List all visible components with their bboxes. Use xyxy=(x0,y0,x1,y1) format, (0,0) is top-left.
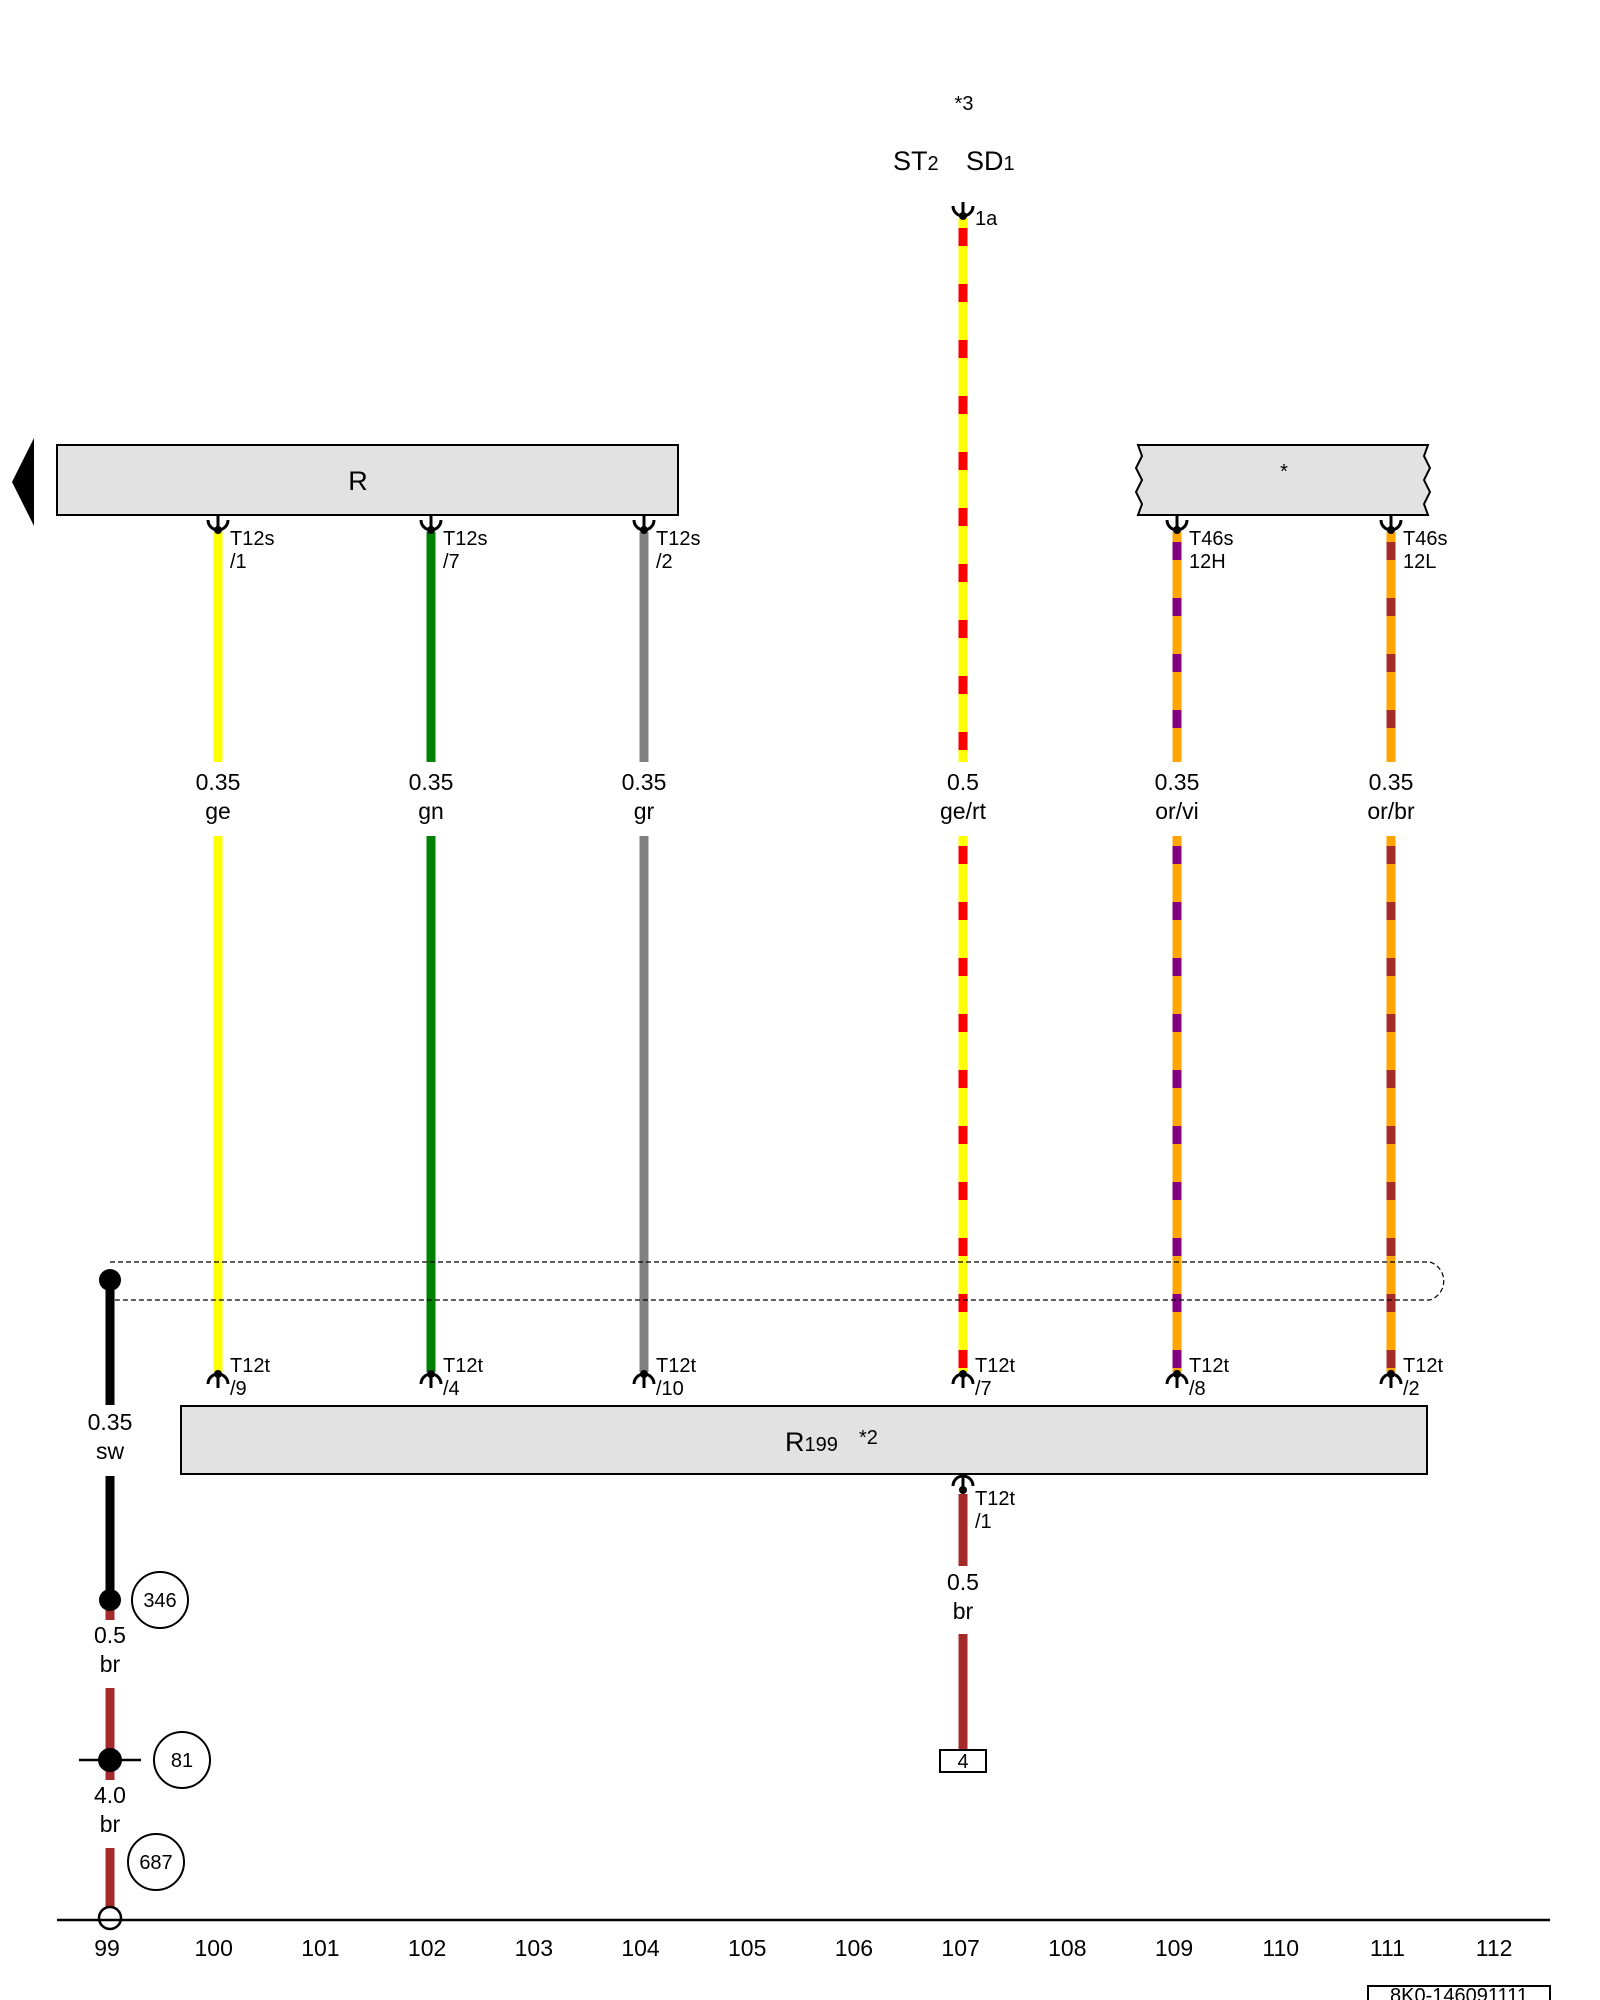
axis-label-100: 100 xyxy=(195,1935,233,1961)
ground-ref-346-label: 346 xyxy=(143,1590,176,1612)
ground-wire-1-size: 0.5 xyxy=(94,1622,126,1648)
ground-ref-687[interactable]: 687 xyxy=(127,1833,185,1891)
axis-label-112: 112 xyxy=(1476,1935,1513,1961)
wire-bottom-pin: /9 xyxy=(230,1378,247,1400)
wire-size: 0.35 xyxy=(409,769,454,795)
axis-label-99: 99 xyxy=(94,1935,120,1961)
r199-ground-pin: /1 xyxy=(975,1511,992,1533)
wire-top-pin: /2 xyxy=(656,551,673,573)
wires-layer: T12s/10.35geT12t/9T12s/70.35gnT12t/4T12s… xyxy=(196,202,1447,1400)
wire-bottom-pin: /2 xyxy=(1403,1378,1420,1400)
wire-color-code: ge xyxy=(205,798,231,824)
axis-label-107: 107 xyxy=(941,1935,979,1961)
wire-size: 0.35 xyxy=(622,769,667,795)
wire-top-conn: T46s xyxy=(1403,528,1447,550)
component-r-box xyxy=(56,444,679,516)
arrow-left-icon xyxy=(12,438,34,526)
shield-wire-size: 0.35 xyxy=(88,1409,133,1435)
wire-top-conn: T12s xyxy=(443,528,487,550)
wire-color-code: gr xyxy=(634,798,655,824)
wire-color-code: ge/rt xyxy=(940,798,987,824)
wire-size: 0.35 xyxy=(1369,769,1414,795)
shield-ground-wire: 0.35 sw 0.5 br 4.0 br xyxy=(79,1269,141,1931)
ground-junction-dot-1 xyxy=(99,1589,121,1611)
wire-top-pin: 1a xyxy=(975,208,998,230)
wire-bottom-conn: T12t xyxy=(1403,1355,1443,1377)
axis-layer: 99 100 101 102 103 104 105 106 107 108 109 110 111 11… xyxy=(94,1935,1512,1961)
axis-label-105: 105 xyxy=(728,1935,766,1961)
r199-ground-color: br xyxy=(953,1598,974,1624)
r199-ground-wire: T12t /1 0.5 br 4 xyxy=(939,1474,1015,1773)
wire-bottom-conn: T12t xyxy=(230,1355,270,1377)
top-label-sd: SD1 xyxy=(966,146,1015,176)
component-r-label: R xyxy=(348,466,368,496)
wire-size: 0.35 xyxy=(196,769,241,795)
wire-bottom-conn: T12t xyxy=(656,1355,696,1377)
axis-label-109: 109 xyxy=(1155,1935,1193,1961)
ground-wire-2-color: br xyxy=(100,1811,121,1837)
shield-junction-dot xyxy=(99,1269,121,1291)
wire-bottom-pin: /10 xyxy=(656,1378,684,1400)
component-r199-note: *2 xyxy=(859,1427,878,1449)
wire-bottom-pin: /8 xyxy=(1189,1378,1206,1400)
wire-color-code: or/vi xyxy=(1155,798,1198,824)
ground-wire-2-size: 4.0 xyxy=(94,1782,126,1808)
axis-label-102: 102 xyxy=(408,1935,446,1961)
wire-top-conn: T12s xyxy=(656,528,700,550)
doc-id: 8K0-146091111 xyxy=(1390,1985,1528,2000)
component-r199-label: R199 xyxy=(785,1427,838,1457)
ground-ref-81-label: 81 xyxy=(171,1750,193,1772)
ground-ref-346[interactable]: 346 xyxy=(131,1571,189,1629)
ground-junction-dot-2 xyxy=(98,1748,122,1772)
component-r199-box xyxy=(180,1405,1428,1475)
top-note: *3 xyxy=(955,93,974,115)
wire-top-conn: T12s xyxy=(230,528,274,550)
axis-label-111: 111 xyxy=(1370,1935,1405,1961)
wire-top-pin: 12H xyxy=(1189,551,1226,573)
wire-bottom-conn: T12t xyxy=(1189,1355,1229,1377)
r199-ground-conn: T12t xyxy=(975,1488,1015,1510)
axis-label-110: 110 xyxy=(1262,1935,1299,1961)
axis-label-108: 108 xyxy=(1048,1935,1086,1961)
component-star-box xyxy=(1134,444,1432,516)
wire-bottom-pin: /4 xyxy=(443,1378,460,1400)
wire-bottom-conn: T12t xyxy=(975,1355,1015,1377)
r199-ground-terminal xyxy=(939,1749,987,1773)
wire-top-pin: /7 xyxy=(443,551,460,573)
wire-bottom-pin: /7 xyxy=(975,1378,992,1400)
component-star-label: * xyxy=(1280,461,1288,483)
r199-ground-size: 0.5 xyxy=(947,1569,979,1595)
wire-color-code: gn xyxy=(418,798,444,824)
axis-label-101: 101 xyxy=(301,1935,339,1961)
wire-top-pin: 12L xyxy=(1403,551,1436,573)
r199-ground-terminal-label: 4 xyxy=(957,1751,968,1773)
top-label-st: ST2 xyxy=(893,146,939,176)
wire-top-conn: T46s xyxy=(1189,528,1233,550)
wire-color-code: or/br xyxy=(1367,798,1415,824)
wire-size: 0.5 xyxy=(947,769,979,795)
axis-label-104: 104 xyxy=(621,1935,660,1961)
axis-label-106: 106 xyxy=(835,1935,873,1961)
shield-wire-color: sw xyxy=(96,1438,125,1464)
ground-ref-81[interactable]: 81 xyxy=(153,1731,211,1789)
ground-terminal-circle xyxy=(97,1905,123,1931)
axis-label-103: 103 xyxy=(515,1935,553,1961)
ground-ref-687-label: 687 xyxy=(139,1852,172,1874)
shield-outline xyxy=(110,1261,1445,1301)
ground-wire-1-color: br xyxy=(100,1651,121,1677)
doc-id-box xyxy=(1367,1985,1551,2000)
wire-bottom-conn: T12t xyxy=(443,1355,483,1377)
wire-size: 0.35 xyxy=(1155,769,1200,795)
wire-top-pin: /1 xyxy=(230,551,247,573)
